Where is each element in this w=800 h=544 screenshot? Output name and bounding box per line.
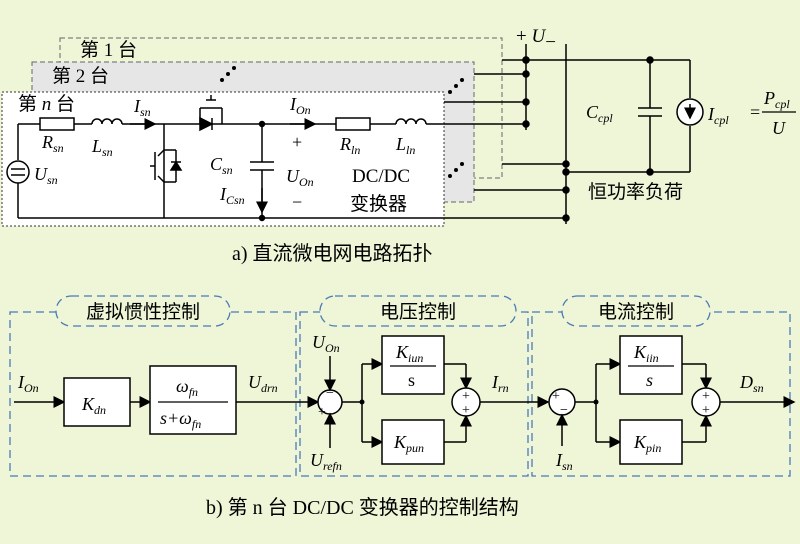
voltage-source — [6, 124, 30, 218]
kiun-label: Kiun — [395, 342, 423, 365]
svg-text:−: − — [560, 403, 568, 418]
unit-n-frame — [1, 91, 445, 227]
unit-1-label: 第 1 台 — [80, 39, 137, 61]
upper-switch — [194, 95, 223, 132]
voltage-section-frame — [299, 311, 529, 477]
rsn-label: Rsn — [41, 132, 64, 155]
svg-text:−: − — [326, 386, 334, 401]
dc-bus — [522, 44, 570, 224]
dcdc-label: DC/DC — [352, 166, 410, 187]
kdn-block — [63, 377, 131, 427]
caption-a: a) 直流微电网电路拓扑 — [232, 242, 433, 265]
voltage-pi-summer: + + — [451, 387, 481, 418]
icsn-label: ICsn — [219, 184, 245, 207]
svg-text:+: + — [462, 389, 470, 404]
unit-connections — [444, 59, 566, 191]
svg-text:+: + — [318, 405, 326, 420]
current-summer: + − — [548, 388, 576, 418]
lln-label: Lln — [395, 134, 415, 157]
rln-label: Rln — [339, 134, 360, 157]
svg-text:+: + — [702, 389, 710, 404]
current-pi-summer: + + — [691, 387, 721, 418]
constant-power-load — [526, 56, 704, 176]
rln-resistor — [335, 117, 371, 131]
ion-label: IOn — [289, 94, 311, 117]
voltage-title-pill — [319, 295, 517, 327]
usn-label: Usn — [34, 164, 58, 187]
lln-inductor — [395, 118, 427, 125]
kpun-block — [381, 419, 445, 465]
icpl-label: Icpl — [707, 104, 729, 127]
pcpl-label: Pcpl — [763, 88, 790, 111]
isn-label: Isn — [133, 96, 151, 119]
kpin-label: Kpin — [633, 432, 661, 455]
dsn-label: Dsn — [739, 372, 764, 395]
lowpass-filter-block — [149, 365, 237, 435]
svg-text:+: + — [552, 389, 560, 404]
unit-n-label: 第 n 台 — [18, 93, 75, 115]
kiin-s: s — [646, 370, 653, 390]
udrn-label: Udrn — [248, 372, 278, 395]
ccpl-label: Ccpl — [586, 102, 613, 125]
kiin-label: Kiin — [633, 342, 659, 365]
equals-sign: = — [750, 102, 760, 122]
irn-label: Irn — [491, 372, 509, 395]
inertia-title-pill — [55, 295, 231, 327]
current-title-pill — [561, 295, 711, 327]
caption-b: b) 第 n 台 DC/DC 变换器的控制结构 — [206, 496, 519, 519]
kpun-label: Kpun — [393, 432, 424, 455]
lsn-label: Lsn — [91, 136, 113, 159]
uon-minus: − — [292, 192, 302, 212]
uon-ref-label: UOn — [312, 332, 340, 355]
unit-2-label: 第 2 台 — [52, 65, 109, 87]
omega-fn-numerator: ωfn — [176, 376, 198, 399]
inertia-title: 虚拟惯性控制 — [86, 301, 200, 323]
isn-feedback-label: Isn — [555, 450, 573, 473]
filter-denominator: s+ωfn — [160, 408, 201, 431]
lower-switch — [150, 124, 183, 218]
continuation-dots — [220, 66, 464, 178]
lsn-inductor — [91, 118, 123, 125]
kiun-s: s — [408, 370, 415, 390]
ion-input-label: IOn — [17, 372, 39, 395]
current-section-frame — [531, 311, 791, 477]
control-structure: 虚拟惯性控制 电压控制 电流控制 IOn Kdn ωfn s+ωfn Udrn … — [9, 295, 796, 519]
svg-text:+: + — [462, 403, 470, 418]
uon-plus: + — [292, 132, 302, 152]
kiin-block — [619, 335, 683, 395]
converter-label: 变换器 — [350, 193, 407, 215]
urefn-label: Urefn — [310, 450, 342, 473]
bus-voltage-label: + U− — [516, 26, 556, 53]
current-title: 电流控制 — [598, 301, 674, 323]
circuit-topology: 第 1 台 第 2 台 第 n 台 Usn Rsn Lsn Isn — [1, 26, 796, 265]
uon-label: UOn — [286, 166, 314, 189]
rsn-resistor — [39, 117, 75, 131]
load-title: 恒功率负荷 — [588, 181, 683, 203]
u-denominator: U — [772, 118, 786, 138]
kdn-label: Kdn — [81, 394, 106, 417]
voltage-title: 电压控制 — [380, 301, 456, 323]
csn-label: Csn — [210, 154, 233, 177]
svg-text:+: + — [702, 403, 710, 418]
kiun-block — [381, 335, 445, 395]
